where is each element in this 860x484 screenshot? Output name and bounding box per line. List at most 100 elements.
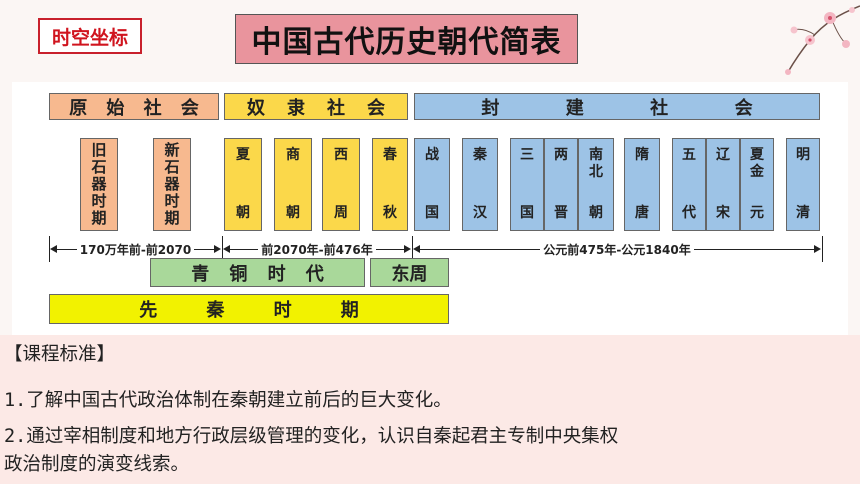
dynasty-char: 石 <box>91 158 107 176</box>
dynasty-char: 战 <box>425 147 439 163</box>
dynasty-top-text: 春 <box>383 147 397 164</box>
plum-blossom-decoration <box>785 5 860 75</box>
dynasty-char: 南 <box>589 147 603 163</box>
dynasty-char: 五 <box>682 147 696 163</box>
dynasty-box: 隋唐 <box>624 138 660 231</box>
standards-heading: 【课程标准】 <box>4 344 116 365</box>
dynasty-top-text: 夏金 <box>750 147 764 181</box>
spacetime-badge: 时空坐标 <box>38 18 142 54</box>
timeline-feudal: 公元前475年-公元1840年 <box>413 240 821 258</box>
dynasty-top-text: 秦 <box>473 147 487 164</box>
era-char: 始 <box>106 97 125 119</box>
dynasty-char: 旧 <box>91 141 107 159</box>
dynasty-bottom-text: 朝 <box>236 205 250 222</box>
dynasty-box: 夏金元 <box>740 138 774 231</box>
arrow-left-icon <box>223 245 230 253</box>
dynasty-bottom-text: 国 <box>425 205 439 222</box>
dynasty-char: 商 <box>286 147 300 163</box>
dynasty-box: 明清 <box>786 138 820 231</box>
pre-qin-bar: 先 秦 时 期 <box>49 294 449 324</box>
dynasty-bottom-text: 清 <box>796 205 810 222</box>
timeline-label: 前2070年-前476年 <box>258 240 376 258</box>
dynasty-char: 期 <box>91 209 107 227</box>
dynasty-char: 金 <box>750 164 764 180</box>
dynasty-box: 旧石器时期 <box>80 138 118 231</box>
dynasty-box: 春秋 <box>372 138 408 231</box>
dynasty-char: 时 <box>91 192 107 210</box>
dynasty-char: 北 <box>589 164 603 180</box>
dynasty-top-text: 五 <box>682 147 696 164</box>
bar-char: 时 <box>267 263 286 285</box>
dynasty-char: 两 <box>554 147 568 163</box>
era-feudal-society: 封 建 社 会 <box>414 93 820 120</box>
dynasty-top-text: 明 <box>796 147 810 164</box>
dynasty-box: 秦汉 <box>462 138 498 231</box>
dynasty-char: 汉 <box>473 205 487 221</box>
dynasty-box: 三国 <box>510 138 544 231</box>
dynasty-char: 夏 <box>750 147 764 163</box>
eastern-zhou-bar: 东周 <box>370 258 449 287</box>
dynasty-bottom-text: 朝 <box>589 205 603 222</box>
dynasty-top-text: 两 <box>554 147 568 164</box>
era-char: 原 <box>69 97 88 119</box>
era-char: 社 <box>650 97 669 119</box>
timeline-line <box>194 248 214 250</box>
standards-item-2-line-2: 政治制度的演变线索。 <box>4 454 190 475</box>
dynasty-box: 商朝 <box>274 138 312 231</box>
dynasty-char: 新 <box>164 141 180 159</box>
dynasty-bottom-text: 周 <box>334 205 348 222</box>
timeline-line <box>375 248 404 250</box>
dynasty-char: 时 <box>164 192 180 210</box>
timeline-primitive: 170万年前-前2070 <box>50 240 221 258</box>
dynasty-char: 春 <box>383 147 397 163</box>
timeline-label: 170万年前-前2070 <box>76 240 195 258</box>
dynasty-char: 隋 <box>635 147 649 163</box>
dynasty-char: 国 <box>425 205 439 221</box>
era-char: 社 <box>143 97 162 119</box>
dynasty-char: 夏 <box>236 147 250 163</box>
dynasty-box: 战国 <box>414 138 450 231</box>
dynasty-box: 五代 <box>672 138 706 231</box>
dynasty-top-text: 辽 <box>716 147 730 164</box>
dynasty-char: 周 <box>334 205 348 221</box>
dynasty-chart: 原 始 社 会 奴 隶 社 会 封 建 社 会 旧石器时期新石器时期夏朝商朝西周… <box>12 82 848 335</box>
standards-item-1: 1.了解中国古代政治体制在秦朝建立前后的巨大变化。 <box>4 390 452 411</box>
era-char: 会 <box>180 97 199 119</box>
dynasty-char: 器 <box>91 175 107 193</box>
dynasty-top-text: 三 <box>520 147 534 164</box>
dynasty-bottom-text: 唐 <box>635 205 649 222</box>
dynasty-top-text: 旧石器时期 <box>91 142 106 227</box>
timeline-tick <box>822 236 823 262</box>
dynasty-char: 石 <box>164 158 180 176</box>
dynasty-bottom-text: 元 <box>750 205 764 222</box>
bar-char: 铜 <box>229 263 248 285</box>
dynasty-bottom-text: 宋 <box>716 205 730 222</box>
dynasty-bottom-text: 秋 <box>383 205 397 222</box>
bar-char: 时 <box>273 300 292 321</box>
dynasty-char: 元 <box>750 205 764 221</box>
bronze-age-bar: 青 铜 时 代 <box>150 258 365 287</box>
bar-char: 青 <box>191 263 210 285</box>
dynasty-char: 朝 <box>236 205 250 221</box>
arrow-right-icon <box>404 245 411 253</box>
timeline-line <box>57 248 77 250</box>
era-char: 会 <box>367 97 385 119</box>
dynasty-bottom-text: 晋 <box>554 205 568 222</box>
dynasty-char: 辽 <box>716 147 730 163</box>
arrow-right-icon <box>214 245 221 253</box>
dynasty-bottom-text: 汉 <box>473 205 487 222</box>
timeline-line <box>693 248 814 250</box>
dynasty-char: 秦 <box>473 147 487 163</box>
dynasty-char: 清 <box>796 205 810 221</box>
dynasty-bottom-text: 朝 <box>286 205 300 222</box>
dynasty-char: 秋 <box>383 205 397 221</box>
dynasty-char: 国 <box>520 205 534 221</box>
dynasty-box: 新石器时期 <box>153 138 191 231</box>
timeline-line <box>420 248 541 250</box>
dynasty-box: 南北朝 <box>578 138 614 231</box>
bar-char: 先 <box>139 300 158 321</box>
era-char: 封 <box>481 97 500 119</box>
era-char: 建 <box>565 97 584 119</box>
dynasty-char: 朝 <box>286 205 300 221</box>
dynasty-bottom-text: 代 <box>682 205 696 222</box>
